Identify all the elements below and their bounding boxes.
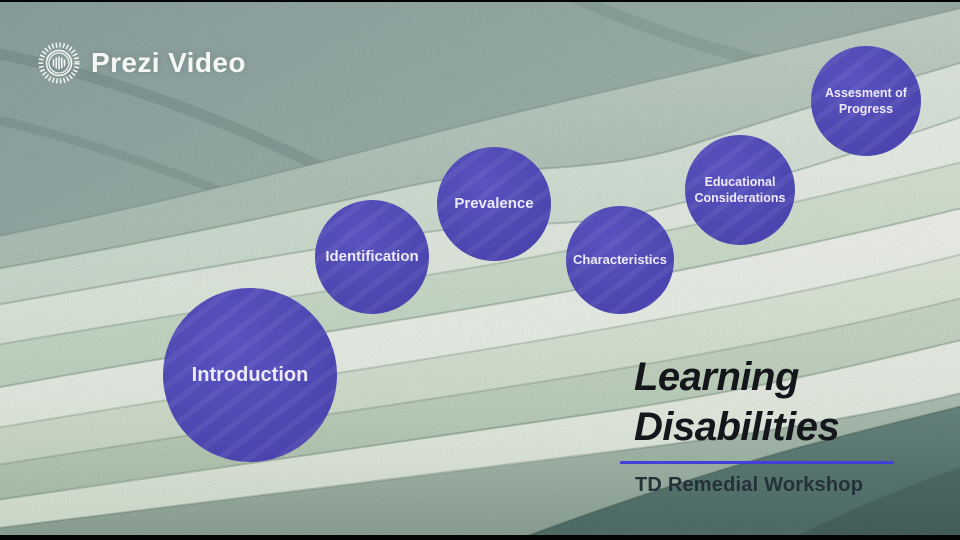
slide-title-line-2: Disabilities — [634, 405, 840, 449]
topic-circle-introduction[interactable]: Introduction — [163, 288, 337, 462]
topic-circle-characteristics[interactable]: Characteristics — [566, 206, 674, 314]
topic-circle-educational-considerations[interactable]: Educational Considerations — [685, 135, 795, 245]
title-underline — [620, 461, 894, 464]
slide-title-line-1: Learning — [634, 355, 799, 399]
topic-circle-prevalence[interactable]: Prevalence — [437, 147, 551, 261]
topic-label: Prevalence — [454, 195, 534, 213]
title-block: Learning Disabilities TD Remedial Worksh… — [620, 352, 920, 497]
topic-label: Educational Considerations — [694, 174, 786, 205]
topic-circle-identification[interactable]: Identification — [315, 200, 429, 314]
prezi-video-logo: Prezi Video — [38, 42, 246, 84]
topic-label: Identification — [325, 248, 419, 266]
letterbox-bar-top — [0, 0, 960, 2]
prezi-burst-icon — [38, 42, 80, 84]
topic-label: Characteristics — [573, 251, 667, 267]
topic-label: Assesment of Progress — [825, 85, 907, 116]
prezi-video-logo-text: Prezi Video — [91, 47, 246, 78]
topic-circle-assesment-of-progress[interactable]: Assesment of Progress — [811, 46, 921, 156]
letterbox-bar-bottom — [0, 535, 960, 540]
topic-label: Introduction — [191, 364, 309, 386]
slide-subtitle: TD Remedial Workshop — [635, 474, 864, 496]
